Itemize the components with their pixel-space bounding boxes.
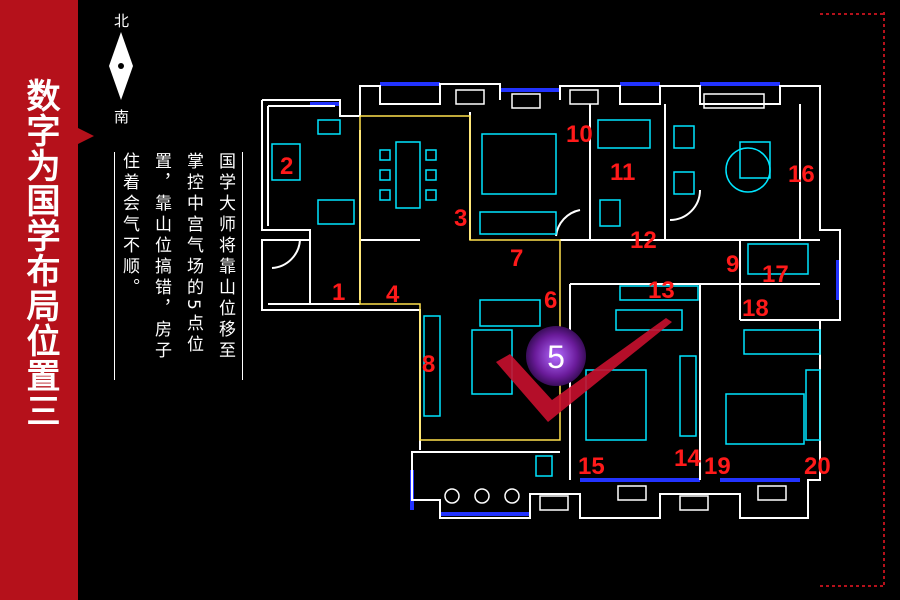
point-7: 7 [510,245,523,272]
text-divider-right [242,152,243,380]
point-18: 18 [742,295,769,322]
point-14: 14 [674,445,701,472]
sidebar-arrow-icon [78,128,94,144]
point-10: 10 [566,121,593,148]
highlight-badge [526,326,586,386]
point-12: 12 [630,227,657,254]
point-19: 19 [704,453,731,480]
sidebar-title: 数字为国学布局位置三 [20,78,60,428]
zone-outline [359,115,561,441]
point-16: 16 [788,161,815,188]
point-15: 15 [578,453,605,480]
description-col-4: 住着会气不顺。 [119,152,139,299]
fixtures [444,89,787,511]
highlight-badge-label: 5 [547,339,565,375]
point-9: 9 [726,251,739,278]
point-8: 8 [422,351,435,378]
point-6: 6 [544,287,557,314]
description-col-2: 掌控中宫气场的5点位 [183,152,203,356]
windows [310,82,840,516]
point-20: 20 [804,453,831,480]
point-11: 11 [610,159,635,186]
sidebar-banner: 数字为国学布局位置三 [0,0,78,600]
frame-border [820,12,885,588]
compass-needle-icon [109,32,133,100]
point-numbers: 1 2 3 4 6 7 8 9 10 11 12 13 14 15 16 17 … [280,121,831,480]
description-col-1: 国学大师将靠山位移至 [215,152,235,362]
check-mark-icon [496,318,672,422]
point-1: 1 [332,279,345,306]
point-3: 3 [454,205,467,232]
text-divider-left [114,152,115,380]
point-17: 17 [762,261,789,288]
compass-north-label: 北 [114,12,130,30]
compass-south-label: 南 [114,108,130,126]
point-4: 4 [386,281,400,308]
description-col-3: 置，靠山位搞错，房子 [151,152,171,362]
point-2: 2 [280,153,293,180]
point-13: 13 [648,277,675,304]
